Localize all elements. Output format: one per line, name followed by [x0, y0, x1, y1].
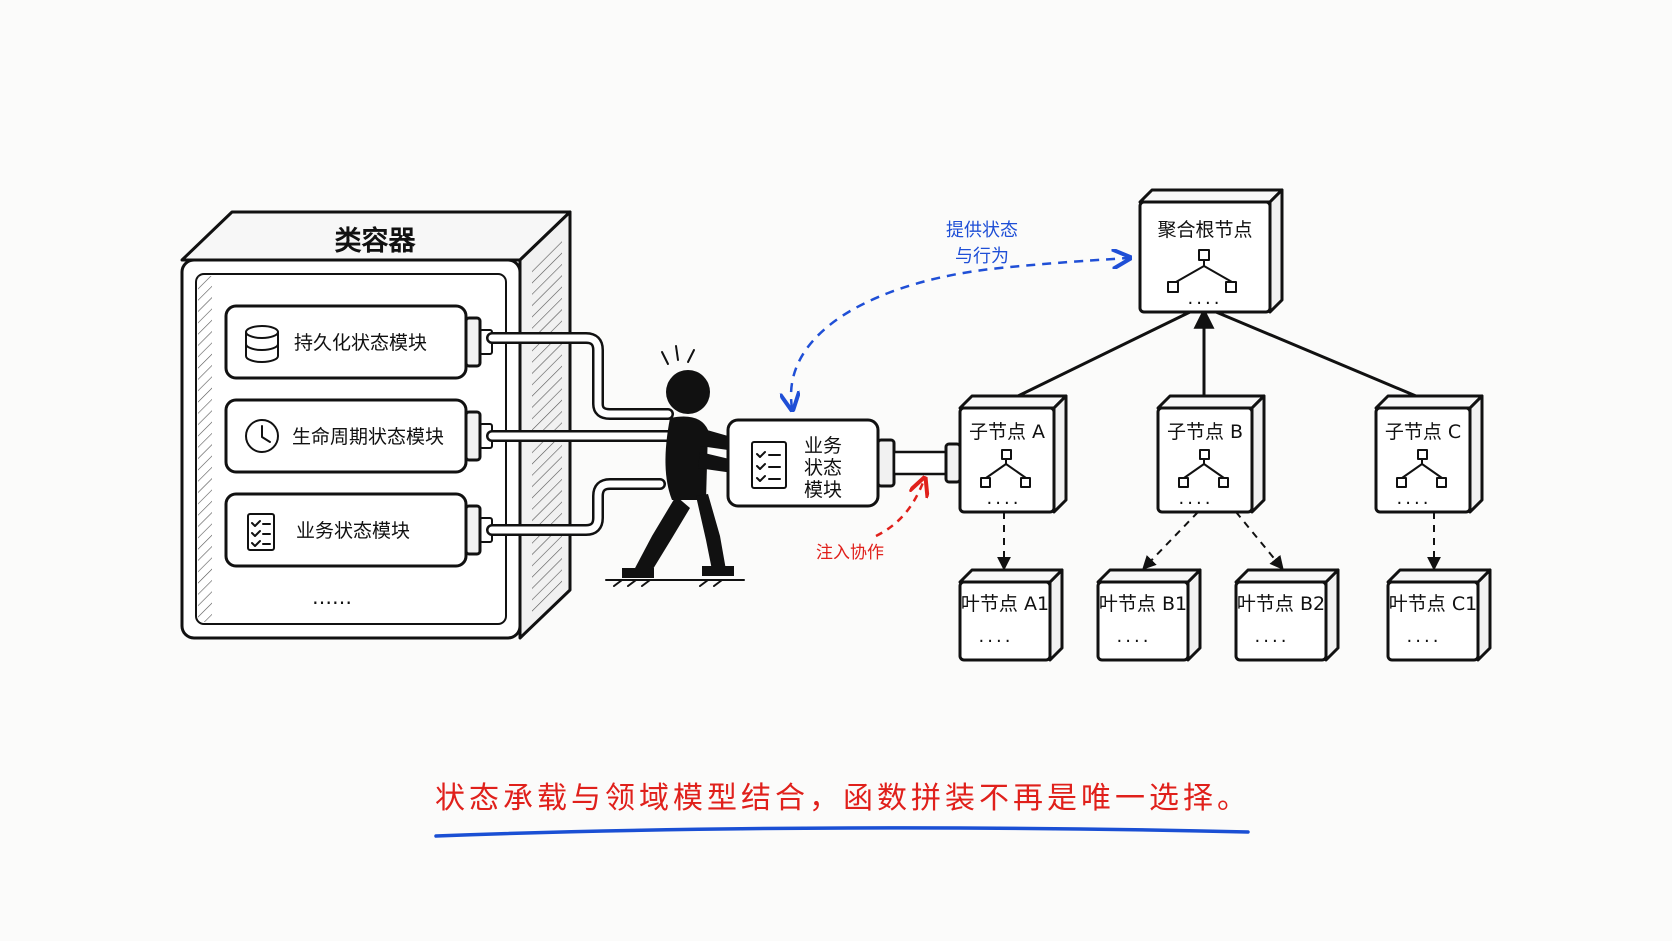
- caption: 状态承载与领域模型结合，函数拼装不再是唯一选择。: [435, 781, 1251, 816]
- inject-arrow: [875, 480, 924, 538]
- leaf-label: 叶节点 B2: [1237, 593, 1325, 615]
- module-persistent-state: 持久化状态模块: [224, 304, 493, 380]
- container-title: 类容器: [335, 225, 417, 257]
- provide-label-2: 与行为: [955, 246, 1009, 267]
- leaf-label: 叶节点 C1: [1389, 593, 1477, 615]
- child-dots: ....: [1179, 488, 1214, 509]
- leaf-label: 叶节点 A1: [961, 593, 1049, 615]
- business-module-line: 业务: [804, 435, 842, 457]
- leaf-dots: ....: [1117, 626, 1152, 647]
- tree-root-node: 聚合根节点 ....: [1138, 188, 1284, 314]
- leaf-dots: ....: [979, 626, 1014, 647]
- provide-label-1: 提供状态: [946, 220, 1018, 241]
- tree-child-node-b: 子节点 B ....: [1156, 394, 1266, 514]
- more-modules: ……: [312, 585, 352, 609]
- checklist-icon: [751, 441, 787, 489]
- module-label: 业务状态模块: [296, 520, 410, 542]
- hierarchy-icon: [1396, 449, 1447, 488]
- module-business-state: 业务状态模块: [224, 492, 493, 568]
- child-dots: ....: [987, 488, 1022, 509]
- tree-leaf-node-b2: 叶节点 B2 ....: [1234, 568, 1340, 662]
- business-state-module: 业务 状态 模块: [726, 418, 962, 508]
- caption-underline: [434, 826, 1250, 838]
- business-module-line: 模块: [804, 479, 842, 501]
- connection-pipes: [486, 332, 674, 536]
- inject-label: 注入协作: [816, 543, 884, 563]
- class-container: 类容器 持久化状态模块 生命周期状态模块: [180, 210, 572, 640]
- child-label: 子节点 B: [1167, 421, 1243, 443]
- provide-arrow: [791, 258, 1128, 408]
- module-label: 生命周期状态模块: [292, 426, 444, 448]
- tree-leaf-node-c1: 叶节点 C1 ....: [1386, 568, 1492, 662]
- child-label: 子节点 C: [1385, 421, 1461, 443]
- root-dots: ....: [1188, 288, 1223, 309]
- provide-annotation: 提供状态 与行为: [791, 220, 1128, 408]
- database-icon: [245, 325, 279, 363]
- tree-leaf-node-b1: 叶节点 B1 ....: [1096, 568, 1202, 662]
- leaf-dots: ....: [1407, 626, 1442, 647]
- tree-leaf-node-a1: 叶节点 A1 ....: [958, 568, 1064, 662]
- tree-child-node-a: 子节点 A ....: [958, 394, 1068, 514]
- hierarchy-icon: [1167, 249, 1237, 293]
- hierarchy-icon: [980, 449, 1031, 488]
- tree-edges: [997, 307, 1441, 571]
- leaf-label: 叶节点 B1: [1099, 593, 1187, 615]
- child-label: 子节点 A: [969, 421, 1045, 443]
- inject-annotation: 注入协作: [816, 480, 924, 563]
- module-lifecycle-state: 生命周期状态模块: [224, 398, 493, 474]
- child-dots: ....: [1397, 488, 1432, 509]
- person-pushing-icon: [605, 345, 745, 587]
- module-label: 持久化状态模块: [294, 332, 427, 354]
- hierarchy-icon: [1178, 449, 1229, 488]
- tree-child-node-c: 子节点 C ....: [1374, 394, 1484, 514]
- clock-icon: [245, 419, 279, 453]
- leaf-dots: ....: [1255, 626, 1290, 647]
- checklist-icon: [247, 513, 275, 551]
- business-module-line: 状态: [804, 457, 842, 479]
- root-label: 聚合根节点: [1157, 219, 1252, 241]
